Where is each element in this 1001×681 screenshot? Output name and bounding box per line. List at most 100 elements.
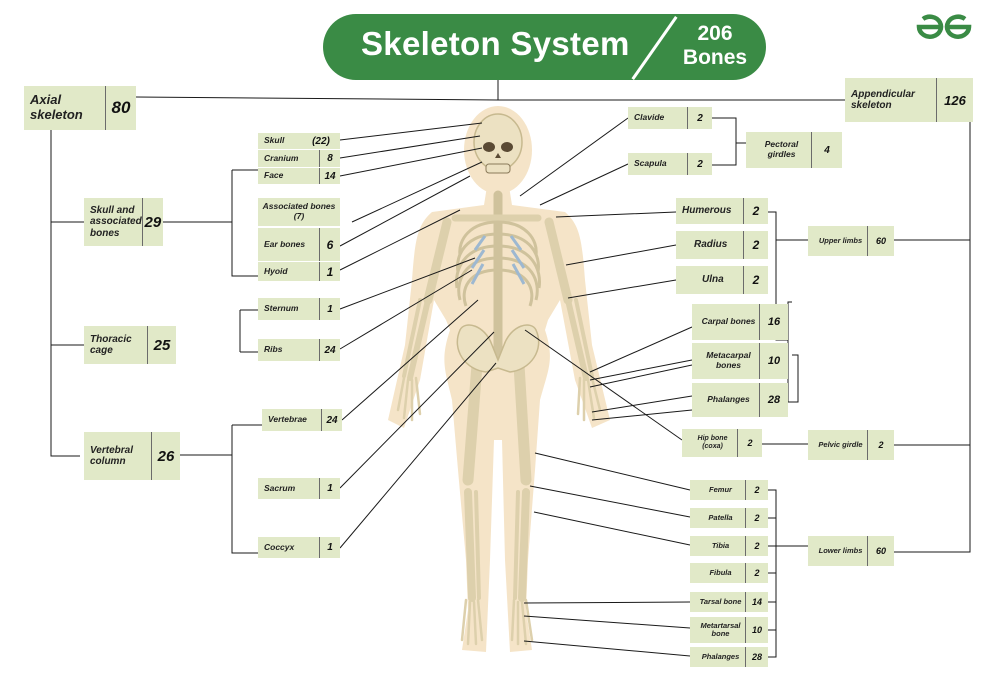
skull-count: (22) <box>312 135 330 147</box>
scapula-label: Scapula <box>634 158 667 169</box>
associated-bones-label: Associated bones (7) <box>262 201 336 221</box>
tarsal-bone-count: 14 <box>745 592 768 612</box>
femur-count: 2 <box>745 480 768 500</box>
femur-label: Femur <box>709 484 732 494</box>
body-silhouette <box>388 106 610 652</box>
ribs-count: 24 <box>319 339 340 361</box>
sacrum-label: Sacrum <box>264 482 296 493</box>
sternum-label: Sternum <box>264 303 299 314</box>
pectoral-girdles-label: Pectoral girdles <box>764 139 799 159</box>
clavicle-count: 2 <box>687 107 712 129</box>
skull-box: Skull (22) <box>258 133 340 149</box>
foot-phalanges-box: Phalanges 28 <box>690 647 768 667</box>
metacarpal-bones-label: Metacarpal bones <box>706 350 751 370</box>
associated-bones-box: Associated bones (7) <box>258 198 340 226</box>
ribs-label: Ribs <box>264 344 283 355</box>
vertebral-column-count: 26 <box>151 432 180 480</box>
coccyx-box: Coccyx 1 <box>258 537 340 558</box>
patella-count: 2 <box>745 508 768 528</box>
skull-label: Skull <box>264 135 285 146</box>
lower-limbs-count: 60 <box>867 536 894 566</box>
tibia-box: Tibia 2 <box>690 536 768 556</box>
coccyx-count: 1 <box>319 537 340 558</box>
patella-box: Patella 2 <box>690 508 768 528</box>
sacrum-count: 1 <box>319 478 340 499</box>
geeksforgeeks-logo-icon <box>916 14 972 39</box>
thoracic-cage-label: Thoracic cage <box>90 333 132 356</box>
pectoral-girdles-count: 4 <box>811 132 842 168</box>
cranium-box: Cranium 8 <box>258 150 340 167</box>
metatarsal-bone-count: 10 <box>745 617 768 643</box>
vertebral-column-box: Vertebral column 26 <box>84 432 180 480</box>
hip-bone-count: 2 <box>737 429 762 457</box>
title-divider <box>631 16 678 80</box>
vertebrae-count: 24 <box>321 409 342 431</box>
cranium-label: Cranium <box>264 152 299 163</box>
axial-skeleton-box: Axial skeleton 80 <box>24 86 136 130</box>
lower-limbs-label: Lower limbs <box>818 545 863 555</box>
vertebrae-box: Vertebrae 24 <box>262 409 342 431</box>
cranium-count: 8 <box>319 150 340 167</box>
sacrum-box: Sacrum 1 <box>258 478 340 499</box>
hand-phalanges-label: Phalanges <box>707 394 750 405</box>
pectoral-girdles-box: Pectoral girdles 4 <box>746 132 842 168</box>
ear-bones-count: 6 <box>319 228 340 261</box>
humerus-label: Humerous <box>682 205 732 217</box>
total-count-unit: Bones <box>682 46 748 69</box>
ulna-box: Ulna 2 <box>676 266 768 294</box>
upper-limbs-label: Upper limbs <box>818 235 863 245</box>
hyoid-label: Hyoid <box>264 265 288 276</box>
radius-count: 2 <box>743 231 768 259</box>
metacarpal-bones-box: Metacarpal bones 10 <box>692 343 788 379</box>
pelvic-girdle-count: 2 <box>867 430 894 460</box>
foot-phalanges-count: 28 <box>745 647 768 667</box>
vertebral-column-label: Vertebral column <box>90 444 133 467</box>
sternum-box: Sternum 1 <box>258 298 340 320</box>
hip-bone-label: Hip bone (coxa) <box>697 435 728 450</box>
pelvic-girdle-label: Pelvic girdle <box>818 439 863 449</box>
tarsal-bone-box: Tarsal bone 14 <box>690 592 768 612</box>
title-banner: Skeleton System 206 Bones <box>323 14 766 80</box>
fibula-label: Fibula <box>709 567 732 577</box>
appendicular-skeleton-count: 126 <box>936 78 973 122</box>
skull-associated-count: 29 <box>141 198 163 246</box>
face-box: Face 14 <box>258 168 340 184</box>
tibia-label: Tibia <box>711 540 730 550</box>
ear-bones-box: Ear bones 6 <box>258 228 340 261</box>
skull-associated-box: Skull and associated bones 29 <box>84 198 163 246</box>
thoracic-cage-box: Thoracic cage 25 <box>84 326 176 364</box>
carpal-bones-count: 16 <box>759 304 788 340</box>
appendicular-skeleton-box: Appendicular skeleton 126 <box>845 78 973 122</box>
face-count: 14 <box>319 168 340 184</box>
hyoid-box: Hyoid 1 <box>258 262 340 281</box>
scapula-box: Scapula 2 <box>628 153 712 175</box>
radius-box: Radius 2 <box>676 231 768 259</box>
total-count-number: 206 <box>697 22 733 45</box>
metatarsal-bone-label: Metartarsal bone <box>700 620 741 638</box>
scapula-count: 2 <box>687 153 712 175</box>
pelvic-girdle-box: Pelvic girdle 2 <box>808 430 894 460</box>
hand-phalanges-count: 28 <box>759 383 788 417</box>
carpal-bones-box: Carpal bones 16 <box>692 304 788 340</box>
tarsal-bone-label: Tarsal bone <box>699 596 742 606</box>
ear-bones-label: Ear bones <box>264 238 306 249</box>
radius-label: Radius <box>694 239 728 251</box>
skull-associated-label: Skull and associated bones <box>90 205 142 239</box>
humerus-count: 2 <box>743 198 768 224</box>
page-title: Skeleton System <box>361 25 630 62</box>
carpal-bones-label: Carpal bones <box>701 316 756 327</box>
face-label: Face <box>264 170 284 181</box>
vertebrae-label: Vertebrae <box>268 414 307 425</box>
tibia-count: 2 <box>745 536 768 556</box>
hyoid-count: 1 <box>319 262 340 281</box>
patella-label: Patella <box>708 512 733 522</box>
total-bone-count: 206 Bones <box>675 22 755 70</box>
hip-bone-box: Hip bone (coxa) 2 <box>682 429 762 457</box>
axial-skeleton-label: Axial skeleton <box>30 92 83 122</box>
sternum-count: 1 <box>319 298 340 320</box>
upper-limbs-box: Upper limbs 60 <box>808 226 894 256</box>
axial-skeleton-count: 80 <box>105 86 136 130</box>
fibula-count: 2 <box>745 563 768 583</box>
femur-box: Femur 2 <box>690 480 768 500</box>
clavicle-box: Clavide 2 <box>628 107 712 129</box>
